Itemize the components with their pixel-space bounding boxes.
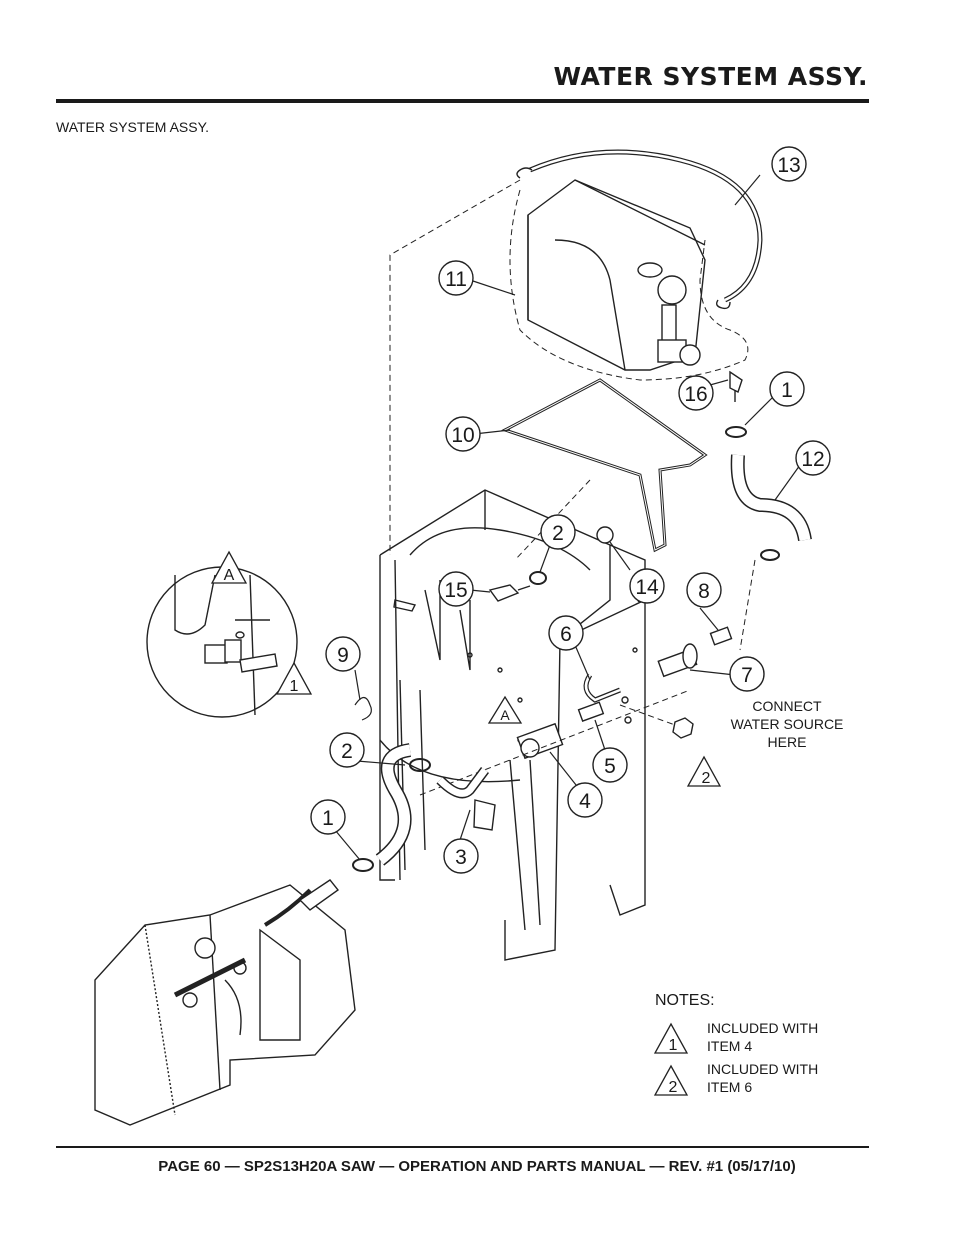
callout-2-top: 2 — [552, 522, 564, 545]
water-tank — [527, 179, 706, 371]
callout-9: 9 — [337, 644, 349, 667]
callout-3: 3 — [455, 846, 467, 869]
page-title: WATER SYSTEM ASSY. — [553, 62, 868, 91]
saw-frame — [379, 489, 646, 961]
callout-11: 11 — [445, 268, 467, 291]
callout-7: 7 — [741, 664, 753, 687]
connect-label-line-1: CONNECT — [752, 698, 822, 714]
callout-1-lower: 1 — [322, 807, 334, 830]
callout-4: 4 — [579, 790, 591, 813]
note-2-line-2: ITEM 6 — [707, 1079, 752, 1095]
callout-13: 13 — [777, 154, 800, 177]
note-flag-1: 1 — [669, 1037, 678, 1054]
detail-note-flag-1: 1 — [290, 678, 299, 695]
note-flag-2-on-nut: 2 — [702, 770, 711, 787]
header-rule — [56, 99, 869, 103]
detail-ref-marker-a: A — [500, 707, 510, 723]
callout-8: 8 — [698, 580, 710, 603]
callout-16: 16 — [684, 383, 707, 406]
footer-rule — [56, 1146, 869, 1148]
callout-10: 10 — [451, 424, 474, 447]
page-footer: PAGE 60 — SP2S13H20A SAW — OPERATION AND… — [158, 1158, 796, 1175]
callout-12: 12 — [801, 448, 824, 471]
section-label: WATER SYSTEM ASSY. — [56, 119, 210, 135]
blade-guard — [94, 879, 356, 1126]
connect-label-line-3: HERE — [768, 734, 807, 750]
callout-6: 6 — [560, 623, 572, 646]
callout-1-top: 1 — [781, 379, 793, 402]
note-flag-2: 2 — [669, 1079, 678, 1096]
note-2-line-1: INCLUDED WITH — [707, 1061, 818, 1077]
detail-marker-a: A — [224, 567, 235, 584]
callout-15: 15 — [444, 579, 467, 602]
note-1-line-2: ITEM 4 — [707, 1038, 752, 1054]
callout-5: 5 — [604, 755, 616, 778]
connect-label-line-2: WATER SOURCE — [731, 716, 844, 732]
callout-14: 14 — [635, 576, 659, 599]
callout-2-lower: 2 — [341, 740, 353, 763]
notes-heading: NOTES: — [655, 992, 715, 1009]
note-1-line-1: INCLUDED WITH — [707, 1020, 818, 1036]
